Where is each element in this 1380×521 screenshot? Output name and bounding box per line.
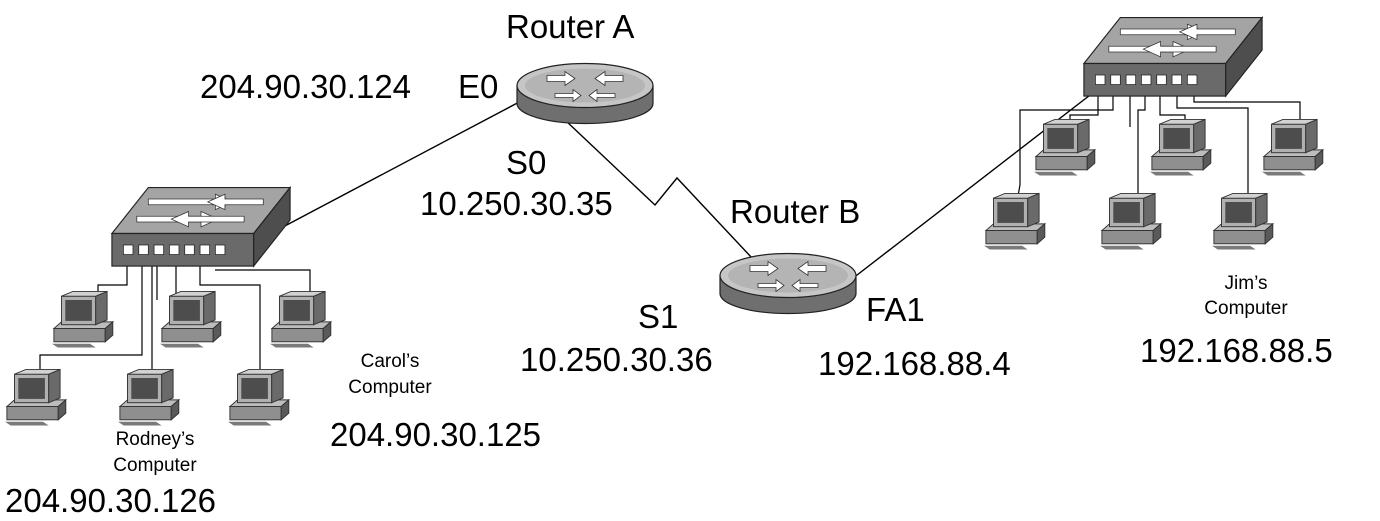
right-switch-icon — [1083, 16, 1263, 97]
computer-icon — [1034, 118, 1096, 176]
serial-link — [564, 119, 753, 259]
computer-icon — [1262, 118, 1324, 176]
router-a-e0-ip: 204.90.30.124 — [200, 68, 412, 105]
router-b-fa1-ip: 192.168.88.4 — [818, 345, 1011, 382]
links — [229, 91, 1095, 283]
right-lan-cables — [1017, 92, 1301, 197]
left-lan-cables — [39, 261, 311, 380]
router-b-fa1-interface: FA1 — [866, 291, 925, 328]
router-b-s1-ip: 10.250.30.36 — [520, 341, 713, 378]
rodneys-computer-icon — [118, 368, 180, 426]
computer-icon — [52, 290, 114, 348]
rodneys-computer-ip: 204.90.30.126 — [5, 482, 217, 519]
router-b-label: Router B — [730, 193, 861, 230]
router-a-s0-interface: S0 — [506, 144, 547, 181]
rodneys-computer-label-1: Rodney’s — [115, 429, 195, 450]
carols-computer-label-2: Computer — [348, 377, 432, 398]
computer-icon — [1150, 118, 1212, 176]
computer-icon — [228, 368, 290, 426]
jims-computer-icon — [1212, 192, 1274, 250]
router-b-s1-interface: S1 — [638, 298, 679, 335]
computer-icon — [1100, 192, 1162, 250]
carols-computer-ip: 204.90.30.125 — [330, 416, 542, 453]
router-a-icon — [516, 62, 654, 125]
rodneys-computer-label-2: Computer — [113, 455, 197, 476]
router-a-label: Router A — [506, 8, 635, 45]
jims-computer-label-2: Computer — [1204, 298, 1288, 319]
computer-icon — [984, 192, 1046, 250]
router-b-icon — [719, 252, 857, 315]
computer-icon — [5, 368, 67, 426]
carols-computer-label-1: Carol’s — [360, 351, 420, 372]
computer-icon — [160, 290, 222, 348]
jims-computer-label-1: Jim’s — [1224, 273, 1268, 294]
router-a-e0-interface: E0 — [458, 68, 499, 105]
left-switch-icon — [111, 186, 291, 267]
router-a-s0-ip: 10.250.30.35 — [420, 185, 613, 222]
carols-computer-icon — [270, 290, 332, 348]
jims-computer-ip: 192.168.88.5 — [1140, 332, 1333, 369]
